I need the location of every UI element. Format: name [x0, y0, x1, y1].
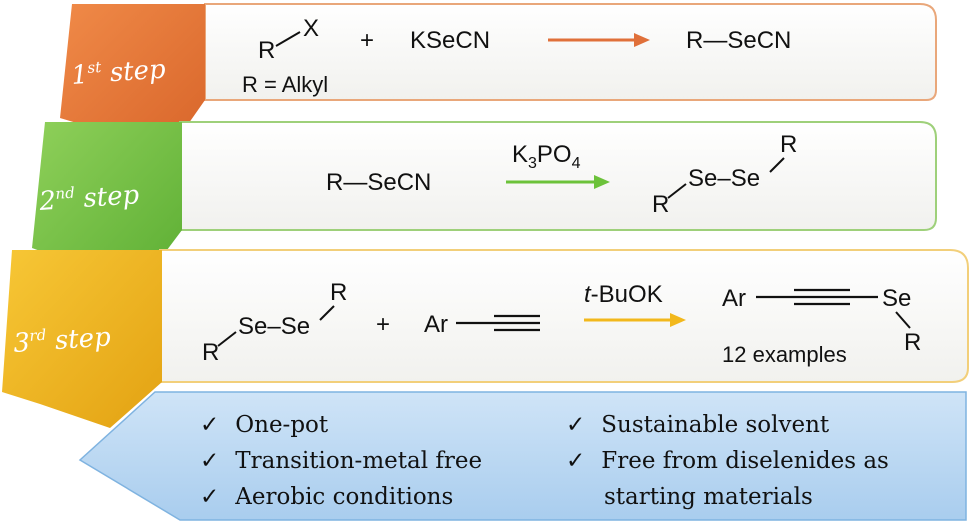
step-3-panel — [159, 249, 969, 383]
step-2-product-r-top: R — [780, 131, 797, 158]
step-1-arrow — [548, 33, 650, 47]
step-2-bond-left — [667, 183, 687, 199]
step-2-reaction: R—SeCN K3PO4 R Se–Se R — [326, 131, 797, 218]
summary-right-item: Sustainable solvent — [601, 412, 830, 438]
step-3-alkyne-triple-bond — [456, 314, 540, 332]
step-3-examples: 12 examples — [722, 342, 847, 367]
step-1-reaction: R X + KSeCN R—SeCN R = Alkyl — [242, 15, 791, 97]
step-3-reaction: R Se–Se R + Ar t-BuOK Ar Se R — [202, 279, 921, 367]
check-icon: ✓ — [200, 412, 219, 438]
summary-left-item: Aerobic conditions — [234, 484, 453, 510]
step-1-note: R = Alkyl — [242, 72, 328, 97]
summary-left-item: Transition-metal free — [235, 448, 482, 474]
svg-text:✓Sustainable solvent: ✓ Sustainable solvent — [566, 412, 830, 438]
svg-text:2nd step: 2nd step — [37, 179, 140, 217]
summary-left-item: One-pot — [235, 412, 329, 438]
step-3-label-word: step — [46, 322, 112, 356]
step-1-plus: + — [360, 27, 374, 54]
summary-left-list: ✓ One-pot ✓ Transition-metal free ✓ Aerobic… — [200, 412, 482, 510]
step-2-panel — [179, 121, 937, 231]
svg-text:1st step: 1st step — [70, 53, 167, 91]
step-2-reactant: R—SeCN — [326, 169, 431, 196]
step-3-product-triple-bond — [756, 288, 878, 306]
step-3-reactant-r-bottom: R — [202, 339, 219, 366]
check-icon: ✓ — [566, 412, 585, 438]
step-3-plus: + — [376, 311, 390, 338]
step-3-reactant-r-top: R — [330, 279, 347, 306]
check-icon: ✓ — [566, 448, 585, 474]
step-2-reagent-po: PO — [537, 141, 572, 168]
check-icon: ✓ — [200, 484, 219, 510]
summary-right-list: ✓ Sustainable solvent ✓ Free from diseleni… — [566, 412, 889, 510]
svg-text:K3PO4: K3PO4 — [512, 141, 581, 172]
step-1-bond — [275, 31, 301, 47]
step-2-reagent-sub1: 3 — [528, 155, 537, 172]
step-1-panel — [204, 3, 937, 101]
step-1-reactant-r: R — [258, 37, 275, 64]
step-3-label-sup: rd — [29, 326, 47, 345]
step-3-label-number: 3 — [12, 328, 31, 359]
step-2-reagent-sub2: 4 — [572, 155, 581, 172]
step-3-product-r: R — [904, 329, 921, 356]
step-2-product-r-bottom: R — [652, 191, 669, 218]
step-2-chevron: 2nd step — [32, 122, 182, 286]
step-3-reagent-rest: -BuOK — [591, 281, 663, 308]
check-icon: ✓ — [200, 448, 219, 474]
step-2-product-se-se: Se–Se — [688, 165, 760, 192]
step-3-reagent-t: t — [584, 281, 592, 308]
svg-text:✓Transition-metal free: ✓ Transition-metal free — [200, 448, 482, 474]
step-3-bond-left — [217, 331, 237, 347]
svg-text:✓Aerobic conditions: ✓ Aerobic conditions — [200, 484, 453, 510]
svg-text:✓Free from diselenides as: ✓ Free from diselenides as — [566, 448, 889, 474]
step-1-reactant-x: X — [303, 15, 319, 42]
step-1-product: R—SeCN — [686, 27, 791, 54]
step-2-label-word: step — [74, 180, 140, 214]
step-1-label-word: step — [101, 54, 167, 88]
step-3-reactant-se-se: Se–Se — [238, 313, 310, 340]
step-2-reagent-k: K — [512, 141, 528, 168]
summary-right-item-continued: starting materials — [604, 484, 813, 510]
step-3-bond-right — [319, 305, 335, 321]
step-2-arrow — [506, 175, 610, 189]
step-1-reagent: KSeCN — [410, 27, 490, 54]
step-3-alkyne-ar: Ar — [424, 311, 448, 338]
step-3-bond-se-r — [895, 311, 911, 329]
step-2-label-sup: nd — [55, 184, 75, 203]
summary-right-item: Free from diselenides as — [601, 448, 889, 474]
svg-text:3rd step: 3rd step — [12, 321, 112, 359]
step-1-label-number: 1 — [70, 60, 89, 91]
summary-panel: ✓ One-pot ✓ Transition-metal free ✓ Aerobic… — [78, 391, 967, 521]
step-3-product-se: Se — [882, 285, 911, 312]
step-1-chevron: 1st step — [60, 4, 205, 150]
step-1-label-sup: st — [87, 58, 103, 77]
step-3-arrow — [584, 313, 686, 327]
step-3-chevron: 3rd step — [2, 250, 162, 428]
step-2-label-number: 2 — [37, 186, 57, 217]
step-2-bond-right — [769, 157, 785, 173]
svg-text:✓One-pot: ✓ One-pot — [200, 412, 329, 438]
step-3-product-ar: Ar — [722, 285, 746, 312]
svg-text:t-BuOK: t-BuOK — [584, 281, 663, 308]
